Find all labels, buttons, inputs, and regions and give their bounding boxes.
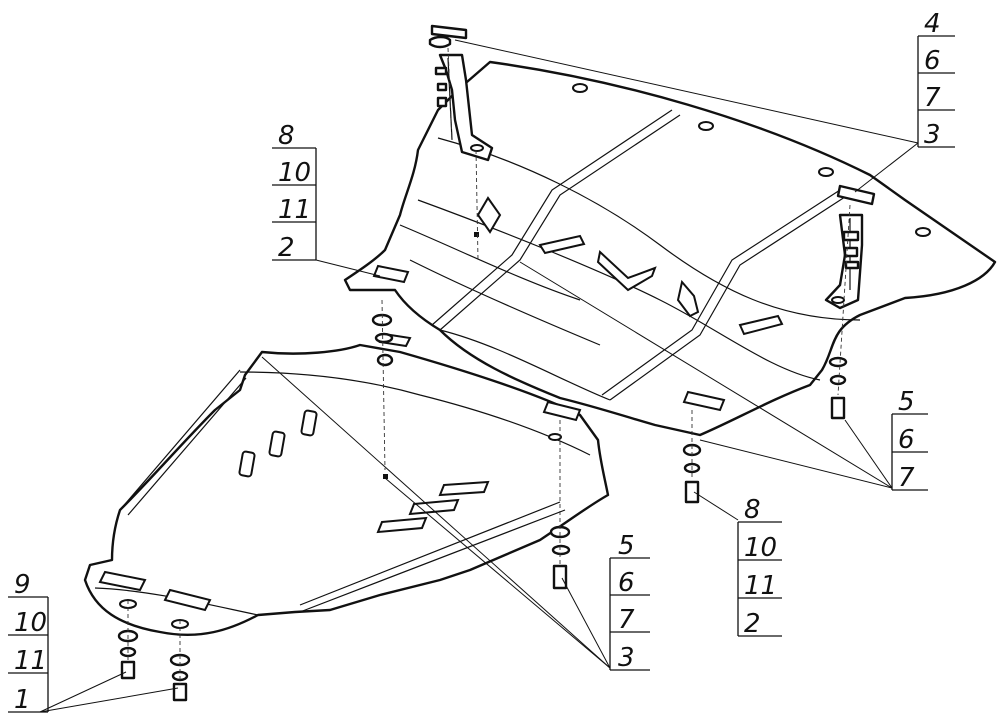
callout-label: 2	[278, 233, 295, 263]
callout-center-low: 8 10 11 2	[737, 495, 782, 639]
callout-label: 5	[618, 531, 635, 561]
callout-label: 3	[618, 643, 635, 673]
callout-top-right: 4 6 7 3	[917, 9, 955, 150]
callout-right-low: 5 6 7	[891, 387, 928, 493]
bracket-right	[824, 184, 876, 310]
upper-skid-plate	[343, 60, 997, 437]
callout-label: 9	[14, 570, 31, 600]
callout-label: 10	[744, 533, 777, 563]
callout-label: 11	[278, 195, 311, 225]
callout-label: 1	[14, 685, 31, 715]
callout-label: 2	[744, 609, 761, 639]
leader-lines	[39, 39, 919, 713]
callout-label: 7	[924, 83, 941, 113]
callout-label: 10	[278, 158, 311, 188]
callout-label: 6	[898, 425, 915, 455]
callout-label: 8	[744, 495, 761, 525]
callout-label: 7	[898, 463, 915, 493]
callout-bottom-mid: 5 6 7 3	[609, 531, 650, 673]
assembly-axes	[127, 47, 851, 684]
callout-left-mid: 8 10 11 2	[272, 121, 317, 263]
callout-label: 5	[898, 387, 915, 417]
callout-label: 3	[924, 120, 941, 150]
callout-label: 10	[14, 608, 47, 638]
callout-bottom-left: 9 10 11 1	[8, 570, 49, 715]
callout-label: 11	[14, 646, 47, 676]
callout-label: 8	[278, 121, 295, 151]
callout-label: 7	[618, 605, 635, 635]
callout-label: 4	[924, 9, 941, 39]
callout-label: 6	[618, 568, 635, 598]
callout-label: 11	[744, 571, 777, 601]
callout-label: 6	[924, 46, 941, 76]
lower-skid-plate	[83, 332, 610, 636]
